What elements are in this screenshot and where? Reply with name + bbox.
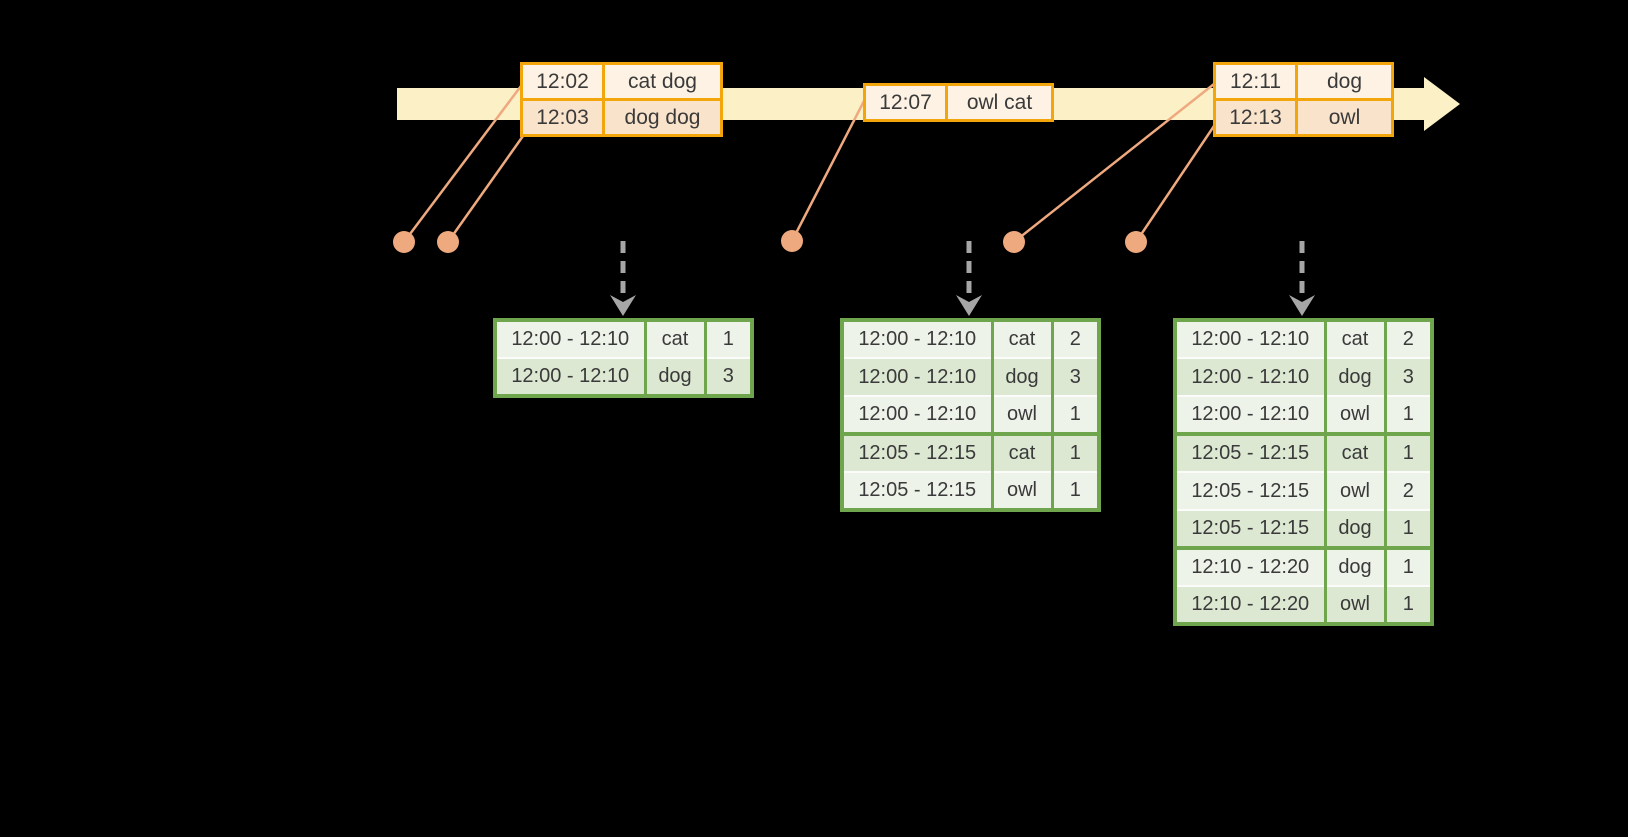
result-table: 12:00 - 12:10 cat 2 12:00 - 12:10 dog 3 …: [1173, 318, 1434, 626]
result-row: 12:00 - 12:10 cat 1: [495, 319, 752, 358]
event-row: 12:03 dog dog: [520, 98, 723, 137]
result-count: 1: [1383, 395, 1432, 434]
event-row: 12:13 owl: [1213, 98, 1394, 137]
result-row: 12:00 - 12:10 cat 2: [842, 319, 1099, 358]
event-row: 12:02 cat dog: [520, 62, 723, 101]
event-dot: [1003, 231, 1025, 253]
result-row: 12:00 - 12:10 owl 1: [842, 395, 1099, 434]
trigger-arrow-icon: [1289, 241, 1315, 316]
result-count: 3: [1383, 357, 1432, 396]
result-word: owl: [990, 395, 1052, 434]
trigger-arrows: [610, 241, 1315, 316]
result-count: 3: [1050, 357, 1099, 396]
event-words: dog: [1295, 62, 1394, 101]
event-time: 12:13: [1213, 98, 1298, 137]
event-words: cat dog: [602, 62, 723, 101]
event-words: owl cat: [945, 83, 1054, 122]
result-row: 12:05 - 12:15 owl 2: [1175, 471, 1432, 510]
result-row: 12:10 - 12:20 owl 1: [1175, 585, 1432, 624]
event-connector-line: [446, 135, 525, 243]
result-word: dog: [643, 357, 705, 396]
result-count: 1: [1383, 585, 1432, 624]
result-row: 12:05 - 12:15 owl 1: [842, 471, 1099, 510]
event-dot: [781, 230, 803, 252]
result-row: 12:00 - 12:10 owl 1: [1175, 395, 1432, 434]
result-word: dog: [1323, 357, 1385, 396]
event-box: 12:02 cat dog 12:03 dog dog: [520, 62, 723, 137]
result-row: 12:00 - 12:10 dog 3: [842, 357, 1099, 396]
result-window: 12:00 - 12:10: [1175, 357, 1325, 396]
result-word: owl: [1323, 585, 1385, 624]
result-window: 12:05 - 12:15: [1175, 432, 1325, 472]
result-row: 12:05 - 12:15 dog 1: [1175, 509, 1432, 548]
result-word: dog: [1323, 509, 1385, 548]
event-row: 12:07 owl cat: [863, 83, 1054, 122]
result-count: 1: [1050, 432, 1099, 472]
result-window: 12:05 - 12:15: [1175, 509, 1325, 548]
result-word: cat: [1323, 319, 1385, 358]
result-window: 12:05 - 12:15: [842, 432, 992, 472]
trigger-arrow-icon: [956, 241, 982, 316]
event-words: dog dog: [602, 98, 723, 137]
result-row: 12:00 - 12:10 cat 2: [1175, 319, 1432, 358]
event-connector-line: [1134, 125, 1216, 243]
result-count: 1: [1383, 432, 1432, 472]
event-time: 12:03: [520, 98, 605, 137]
result-row: 12:10 - 12:20 dog 1: [1175, 546, 1432, 586]
result-window: 12:00 - 12:10: [842, 395, 992, 434]
event-dot: [437, 231, 459, 253]
result-word: cat: [990, 319, 1052, 358]
result-count: 1: [1383, 546, 1432, 586]
result-word: dog: [990, 357, 1052, 396]
event-dot: [1125, 231, 1147, 253]
result-word: owl: [1323, 471, 1385, 510]
event-dot: [393, 231, 415, 253]
result-count: 2: [1383, 319, 1432, 358]
result-row: 12:05 - 12:15 cat 1: [842, 432, 1099, 472]
event-row: 12:11 dog: [1213, 62, 1394, 101]
result-row: 12:05 - 12:15 cat 1: [1175, 432, 1432, 472]
event-box: 12:07 owl cat: [863, 83, 1054, 122]
result-count: 1: [1050, 395, 1099, 434]
timeline-arrowhead-icon: [1424, 77, 1460, 131]
result-word: cat: [1323, 432, 1385, 472]
result-window: 12:10 - 12:20: [1175, 546, 1325, 586]
result-word: cat: [990, 432, 1052, 472]
result-count: 2: [1383, 471, 1432, 510]
result-window: 12:00 - 12:10: [1175, 395, 1325, 434]
event-time: 12:07: [863, 83, 948, 122]
result-table: 12:00 - 12:10 cat 2 12:00 - 12:10 dog 3 …: [840, 318, 1101, 512]
result-row: 12:00 - 12:10 dog 3: [495, 357, 752, 396]
result-count: 1: [1383, 509, 1432, 548]
event-box: 12:11 dog 12:13 owl: [1213, 62, 1394, 137]
result-window: 12:05 - 12:15: [1175, 471, 1325, 510]
result-table: 12:00 - 12:10 cat 1 12:00 - 12:10 dog 3: [493, 318, 754, 398]
result-word: cat: [643, 319, 705, 358]
result-count: 3: [703, 357, 752, 396]
event-connector-line: [790, 100, 866, 242]
result-row: 12:00 - 12:10 dog 3: [1175, 357, 1432, 396]
result-word: owl: [1323, 395, 1385, 434]
result-window: 12:00 - 12:10: [495, 319, 645, 358]
result-window: 12:00 - 12:10: [842, 319, 992, 358]
result-word: owl: [990, 471, 1052, 510]
event-time: 12:11: [1213, 62, 1298, 101]
result-count: 1: [1050, 471, 1099, 510]
result-count: 1: [703, 319, 752, 358]
result-window: 12:10 - 12:20: [1175, 585, 1325, 624]
result-window: 12:00 - 12:10: [1175, 319, 1325, 358]
trigger-arrow-icon: [610, 241, 636, 316]
result-window: 12:00 - 12:10: [495, 357, 645, 396]
event-time: 12:02: [520, 62, 605, 101]
result-count: 2: [1050, 319, 1099, 358]
result-window: 12:00 - 12:10: [842, 357, 992, 396]
result-window: 12:05 - 12:15: [842, 471, 992, 510]
result-word: dog: [1323, 546, 1385, 586]
event-words: owl: [1295, 98, 1394, 137]
